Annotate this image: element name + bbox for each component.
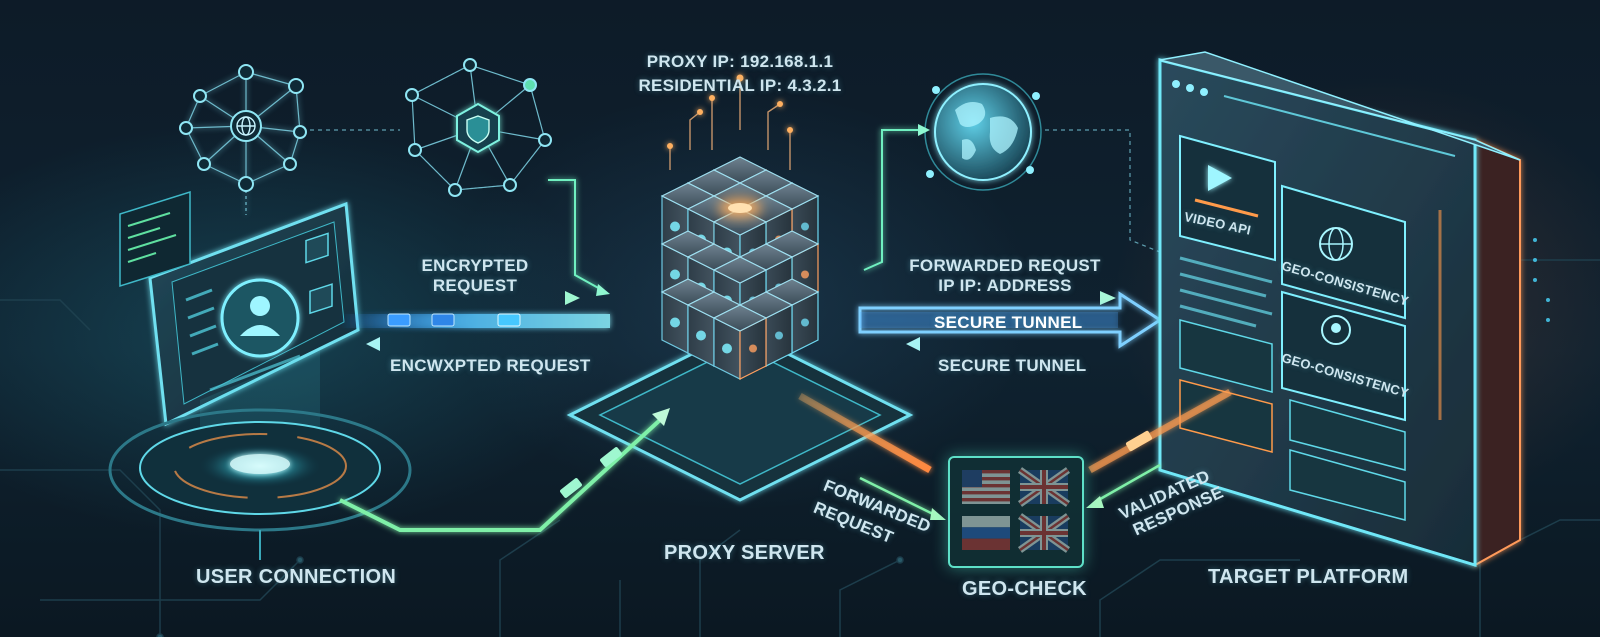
- forwarded-request-arrow-to-geocheck: [859, 476, 946, 520]
- circuit-traces: [0, 259, 1600, 637]
- encrypted-request-label-2: REQUEST: [432, 276, 518, 295]
- proxy-module-18: [712, 304, 768, 380]
- secure-tunnel-arrow-left: [906, 337, 1122, 351]
- globe-icon: [955, 102, 1018, 160]
- proxy-to-geocheck-arrow: [798, 392, 932, 474]
- network-nodes-shield: [405, 58, 552, 197]
- encrypted-data-stream: [340, 313, 610, 328]
- encwxpted-request-label: ENCWXPTED REQUEST: [390, 356, 591, 375]
- forwarded-request-label-1: FORWARDED REQUST: [909, 256, 1101, 275]
- play-icon: [1208, 165, 1232, 191]
- geo-consistency-box-1: [1281, 184, 1406, 320]
- globe-icon: [236, 116, 256, 136]
- user-connection-flow: [339, 408, 670, 532]
- secure-tunnel-label-top: SECURE TUNNEL: [934, 313, 1083, 332]
- code-card: [119, 190, 191, 288]
- residential-ip-label: RESIDENTIAL IP: 4.3.2.1: [638, 76, 842, 95]
- location-pin-icon: [1321, 315, 1351, 345]
- proxy-server-label: PROXY SERVER: [664, 542, 825, 564]
- proxy-platform: [566, 328, 914, 502]
- proxy-ip-label: PROXY IP: 192.168.1.1: [646, 52, 834, 71]
- shield-to-proxy-link: [548, 179, 603, 291]
- secure-tunnel-arrow-right: [858, 291, 1163, 349]
- cube-antennas: [669, 78, 791, 170]
- panel-modules: [1179, 319, 1406, 521]
- validated-response-arrow: [1086, 463, 1161, 508]
- encrypted-request-arrow-left: [366, 337, 580, 351]
- network-nodes-left: [179, 64, 307, 192]
- target-platform-label: TARGET PLATFORM: [1208, 566, 1409, 588]
- user-icon: [240, 296, 280, 336]
- shield-icon: [456, 102, 500, 154]
- globe-to-proxy-link: [863, 129, 920, 271]
- secure-tunnel-label-bottom: SECURE TUNNEL: [938, 356, 1087, 375]
- geo-check-label: GEO-CHECK: [962, 578, 1087, 600]
- globe-node: [924, 73, 1042, 191]
- user-connection-label: USER CONNECTION: [196, 566, 397, 588]
- panel-text-lines: [1179, 256, 1273, 328]
- encrypted-request-arrow-right: [380, 291, 580, 305]
- encrypted-request-label-1: ENCRYPTED: [421, 256, 529, 275]
- video-api-box: [1179, 134, 1276, 262]
- target-to-geocheck-arrow: [1088, 388, 1232, 474]
- proxy-server-cube: [660, 156, 820, 380]
- user-tablet: [148, 201, 360, 427]
- geo-check-flag-box: [948, 456, 1084, 568]
- forwarded-request-arrow-right: [880, 291, 1116, 305]
- geo-consistency-box-2: [1281, 290, 1406, 422]
- forwarded-request-label-2: IP IP: ADDRESS: [938, 276, 1072, 295]
- user-pad: [108, 408, 412, 560]
